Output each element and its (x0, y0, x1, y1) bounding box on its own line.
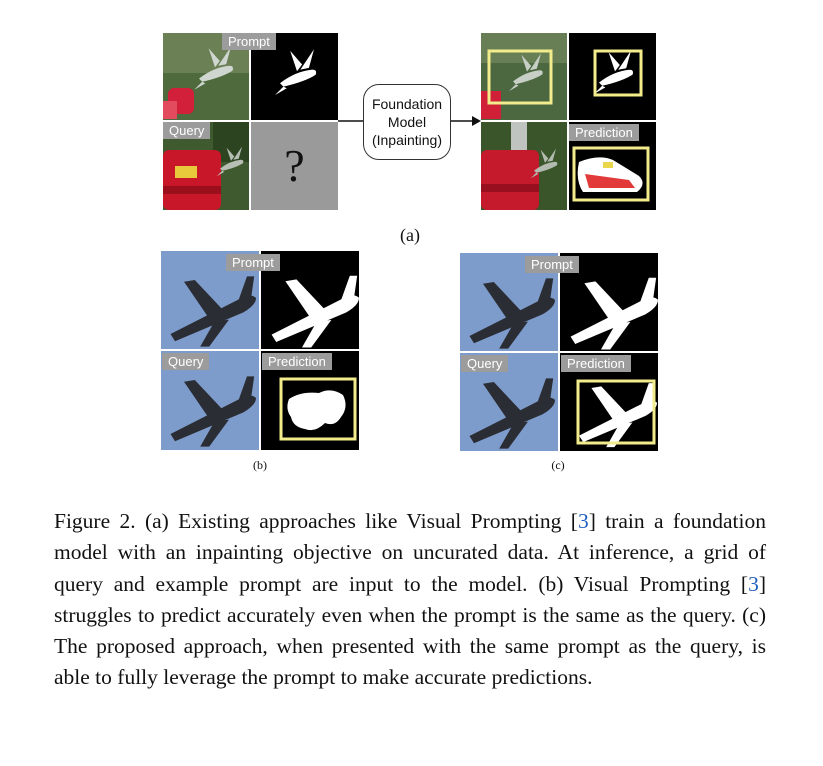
caption-part-2: ] train a foundation model with an inpai… (54, 509, 766, 596)
label-c: (c) (551, 458, 565, 472)
citation-link-1[interactable]: 3 (577, 509, 589, 533)
prompt-tag-c: Prompt (525, 256, 579, 273)
output-query-image (481, 122, 567, 210)
label-a: (a) (400, 225, 420, 245)
caption-part-1: Figure 2. (a) Existing approaches like V… (54, 509, 578, 533)
foundation-model-box: Foundation Model (Inpainting) (363, 84, 451, 160)
prompt-tag-b: Prompt (226, 254, 280, 271)
flow-arrow (338, 116, 481, 126)
prompt-tag-a: Prompt (222, 33, 276, 50)
model-box-line-3: (Inpainting) (371, 132, 443, 148)
caption-part-3: ] struggles to predict accurately even w… (54, 571, 766, 690)
question-mark: ? (284, 140, 305, 191)
model-box-line-1: Foundation (371, 96, 443, 112)
prediction-tag-a: Prediction (569, 124, 639, 141)
query-tag-a: Query (163, 122, 211, 139)
prediction-tag-b: Prediction (262, 353, 332, 370)
output-prompt-mask (569, 33, 656, 120)
query-tag-c: Query (461, 355, 509, 372)
model-box-line-2: Model (387, 114, 427, 130)
label-b: (b) (253, 458, 267, 472)
prediction-tag-c: Prediction (561, 355, 631, 372)
query-tag-b: Query (162, 353, 210, 370)
output-prompt-image (481, 33, 567, 120)
citation-link-2[interactable]: 3 (748, 571, 759, 596)
figure-caption: Figure 2. (a) Existing approaches like V… (54, 506, 766, 694)
unknown-tile: ? (251, 122, 338, 210)
